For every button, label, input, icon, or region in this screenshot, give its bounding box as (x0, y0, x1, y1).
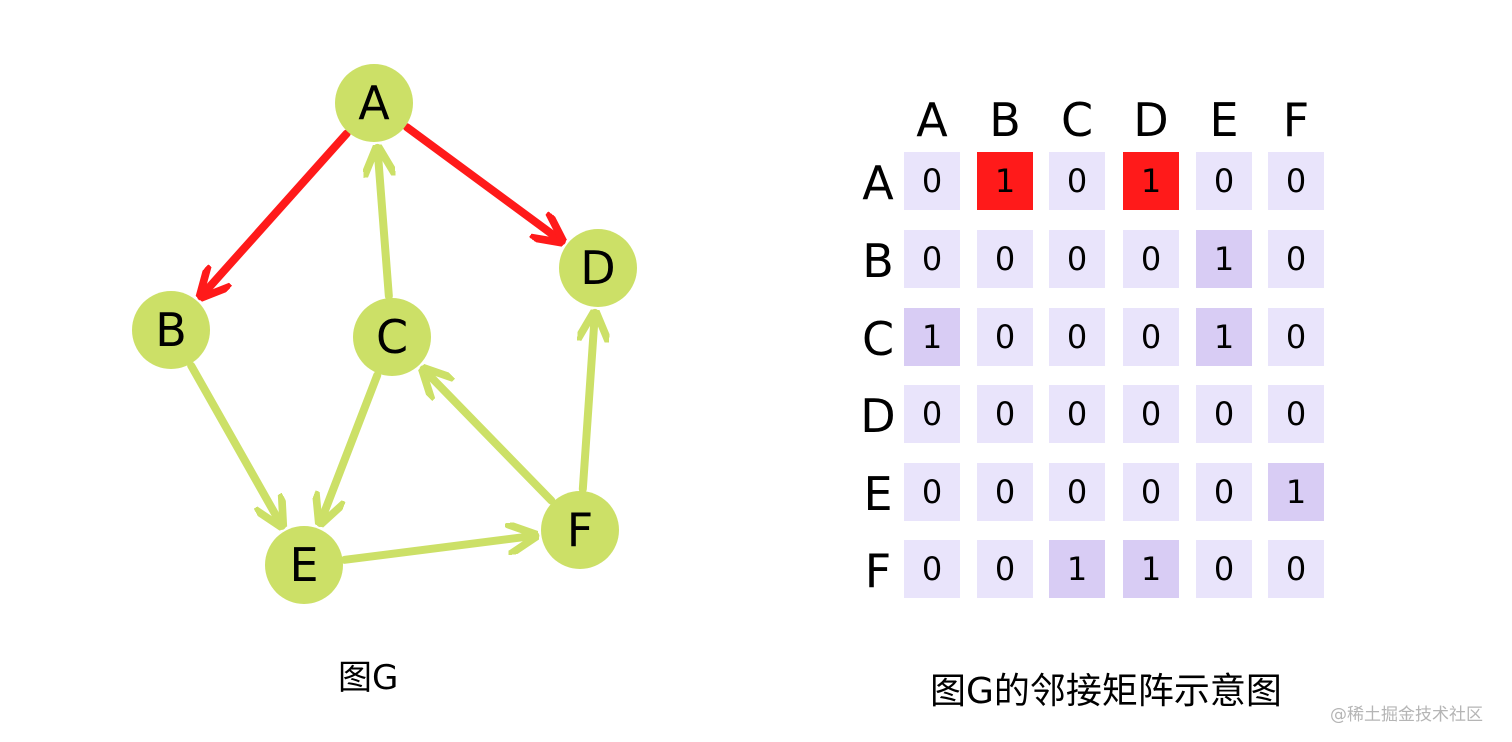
row-header-b: B (862, 234, 894, 288)
matrix-cell-c-f: 0 (1268, 308, 1324, 366)
matrix-cell-f-f: 0 (1268, 540, 1324, 598)
node-f: F (541, 491, 619, 569)
matrix-cell-b-b: 0 (977, 230, 1033, 288)
node-label: A (358, 76, 390, 130)
node-label: F (567, 503, 593, 557)
graph-caption: 图G (338, 658, 399, 698)
matrix-cell-e-e: 0 (1196, 463, 1252, 521)
node-b: B (132, 291, 210, 369)
matrix-cell-a-f: 0 (1268, 152, 1324, 210)
edge-f-to-d (583, 313, 595, 494)
col-header-e: E (1209, 93, 1239, 147)
node-a: A (335, 64, 413, 142)
matrix-cell-d-f: 0 (1268, 385, 1324, 443)
edge-c-to-e (320, 371, 382, 523)
matrix-cell-c-a: 1 (904, 308, 960, 366)
col-header-c: C (1060, 93, 1094, 147)
matrix-cell-a-b: 1 (977, 152, 1033, 210)
matrix-cell-b-c: 0 (1049, 230, 1105, 288)
matrix-cell-b-d: 0 (1123, 230, 1179, 288)
matrix-cell-f-a: 0 (904, 540, 960, 598)
edge-f-to-c (423, 369, 556, 505)
row-header-f: F (864, 544, 892, 598)
matrix-cell-d-e: 0 (1196, 385, 1252, 443)
matrix-cell-e-f: 1 (1268, 463, 1324, 521)
matrix-cell-b-e: 1 (1196, 230, 1252, 288)
matrix-cell-e-b: 0 (977, 463, 1033, 521)
matrix-cell-a-c: 0 (1049, 152, 1105, 210)
matrix-cell-f-c: 1 (1049, 540, 1105, 598)
matrix-cell-a-a: 0 (904, 152, 960, 210)
matrix-cell-d-c: 0 (1049, 385, 1105, 443)
col-header-a: A (916, 93, 948, 147)
matrix-cell-e-d: 0 (1123, 463, 1179, 521)
node-circle (265, 526, 343, 604)
matrix-cell-e-a: 0 (904, 463, 960, 521)
node-circle (132, 291, 210, 369)
edge-e-to-f (340, 536, 536, 564)
matrix-cell-c-b: 0 (977, 308, 1033, 366)
node-label: B (155, 303, 187, 357)
matrix-cell-a-d: 1 (1123, 152, 1179, 210)
node-d: D (559, 229, 637, 307)
matrix-cell-f-b: 0 (977, 540, 1033, 598)
matrix-cell-c-e: 1 (1196, 308, 1252, 366)
node-circle (559, 229, 637, 307)
matrix-cell-a-e: 0 (1196, 152, 1252, 210)
edge-a-to-d (403, 123, 562, 241)
edge-b-to-e (187, 361, 282, 526)
matrix-cell-c-d: 0 (1123, 308, 1179, 366)
matrix-cell-d-d: 0 (1123, 385, 1179, 443)
col-header-f: F (1282, 93, 1310, 147)
matrix-cell-c-c: 0 (1049, 308, 1105, 366)
matrix-cell-d-b: 0 (977, 385, 1033, 443)
node-circle (353, 298, 431, 376)
node-circle (541, 491, 619, 569)
directed-graph: A B C D E F (132, 64, 637, 604)
row-header-e: E (863, 467, 893, 521)
node-label: E (289, 538, 318, 592)
col-header-b: B (989, 93, 1021, 147)
node-e: E (265, 526, 343, 604)
matrix-cell-b-a: 0 (904, 230, 960, 288)
matrix-cell-f-d: 1 (1123, 540, 1179, 598)
matrix-cell-b-f: 0 (1268, 230, 1324, 288)
edge-c-to-a (377, 148, 388, 301)
row-header-a: A (862, 156, 894, 210)
matrix-caption: 图G的邻接矩阵示意图 (930, 671, 1282, 712)
col-header-d: D (1133, 93, 1169, 147)
row-header-d: D (860, 389, 896, 443)
matrix-cell-d-a: 0 (904, 385, 960, 443)
node-label: C (376, 310, 408, 364)
node-label: D (580, 241, 615, 295)
matrix-cell-f-e: 0 (1196, 540, 1252, 598)
node-c: C (353, 298, 431, 376)
edge-a-to-b (201, 129, 351, 297)
matrix-cell-e-c: 0 (1049, 463, 1105, 521)
row-header-c: C (861, 312, 895, 366)
watermark: @稀土掘金技术社区 (1330, 705, 1483, 725)
node-circle (335, 64, 413, 142)
